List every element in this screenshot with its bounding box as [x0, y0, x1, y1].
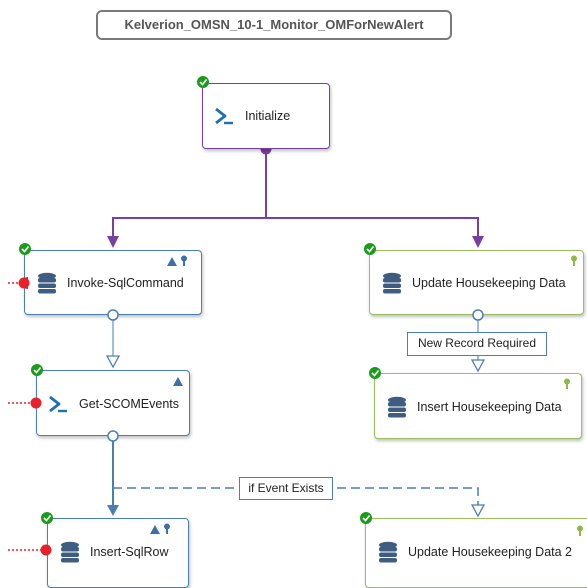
pin-icon	[181, 255, 187, 266]
database-icon	[61, 541, 79, 563]
error-handle	[40, 544, 52, 556]
pin-icon	[577, 525, 583, 536]
powershell-icon	[49, 395, 67, 413]
link-initialize-branches[interactable]	[107, 143, 484, 249]
triangle-icon	[173, 377, 183, 386]
activity-label: Get-SCOMEvents	[79, 397, 180, 411]
pin-icon	[571, 255, 577, 266]
pin-icon	[564, 378, 570, 389]
success-check-icon	[41, 512, 53, 524]
connector-handle	[107, 309, 119, 321]
success-check-icon	[19, 243, 31, 255]
workflow-title: Kelverion_OMSN_10-1_Monitor_OMForNewAler…	[96, 10, 452, 40]
activity-insert-housekeeping-data[interactable]: Insert Housekeeping Data	[374, 373, 582, 439]
database-icon	[379, 541, 397, 563]
success-check-icon	[197, 76, 209, 88]
link-condition-new-record-required[interactable]: New Record Required	[407, 332, 547, 356]
pin-icon	[164, 523, 170, 534]
triangle-icon	[167, 257, 177, 266]
connector-handle	[472, 309, 484, 321]
database-icon	[383, 272, 401, 294]
activity-get-scomevents[interactable]: Get-SCOMEvents	[36, 370, 190, 436]
activity-label: Update Housekeeping Data 2	[408, 545, 573, 559]
activity-update-housekeeping-data[interactable]: Update Housekeeping Data	[369, 250, 584, 315]
link-getscom-to-updatehk2[interactable]	[113, 487, 486, 518]
activity-label: Update Housekeeping Data	[412, 276, 566, 290]
database-icon	[388, 396, 406, 418]
connector-handle	[107, 430, 119, 442]
link-condition-if-event-exists[interactable]: if Event Exists	[239, 477, 333, 500]
activity-label: Insert-SqlRow	[90, 545, 169, 559]
success-check-icon	[31, 364, 43, 376]
activity-update-housekeeping-data-2[interactable]: Update Housekeeping Data 2	[365, 518, 587, 588]
activity-label: Insert Housekeeping Data	[417, 400, 562, 414]
error-handle	[18, 277, 30, 289]
activity-initialize[interactable]: Initialize	[202, 83, 330, 149]
triangle-icon	[150, 525, 160, 534]
activity-label: Initialize	[245, 109, 291, 123]
link-invoke-to-getscom[interactable]	[105, 320, 121, 369]
success-check-icon	[360, 512, 372, 524]
error-handle	[30, 397, 42, 409]
activity-label: Invoke-SqlCommand	[67, 276, 184, 290]
activity-insert-sqlrow[interactable]: Insert-SqlRow	[47, 518, 189, 588]
success-check-icon	[369, 367, 381, 379]
success-check-icon	[364, 243, 376, 255]
incoming-error-links	[8, 282, 44, 551]
powershell-icon	[215, 107, 233, 125]
link-getscom-to-insertsqlrow[interactable]	[107, 441, 119, 516]
database-icon	[38, 272, 56, 294]
